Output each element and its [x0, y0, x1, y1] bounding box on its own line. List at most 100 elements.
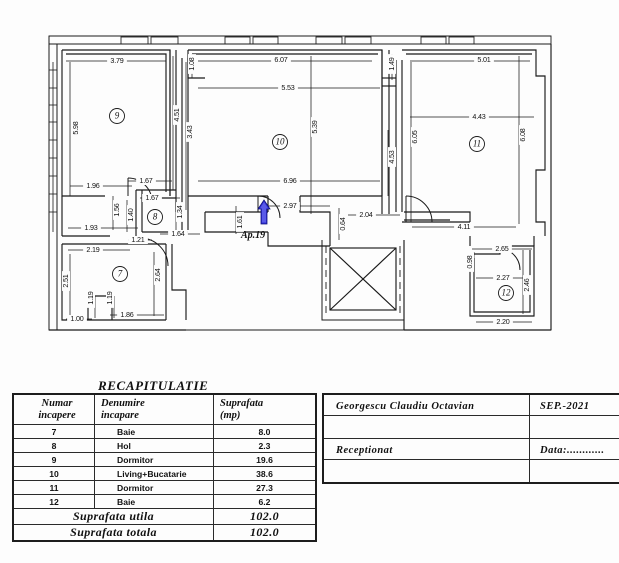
header-number-line2: incapere [38, 409, 76, 421]
dimension-value: 1.61 [235, 215, 244, 228]
room-11-walls [402, 44, 552, 330]
dimension-label: 1.21 [128, 235, 148, 244]
dimension-label-backdrop [106, 288, 114, 308]
stair-shaft [321, 240, 405, 321]
dimension-label: 1.56 [112, 200, 121, 220]
room-number-circle [112, 266, 128, 282]
dimension-lines [66, 54, 534, 323]
dimension-label-backdrop [454, 223, 474, 231]
dimension-label-backdrop [280, 177, 300, 185]
room-number-text: 7 [118, 269, 123, 279]
dimension-label-backdrop [311, 117, 319, 137]
dimension-label-backdrop [72, 118, 80, 138]
dimension-value: 1.19 [86, 291, 95, 304]
dimension-label-backdrop [188, 54, 196, 74]
cell-room-area: 19.6 [213, 452, 317, 467]
dimension-value: 5.39 [310, 120, 319, 133]
received-blank-row [322, 459, 619, 484]
room-number-9: 9 [109, 108, 125, 124]
dimension-label: 1.64 [168, 229, 188, 238]
dimension-label: 1.67 [142, 193, 162, 202]
cell-room-name: Dormitor [94, 452, 214, 467]
dimension-value: 6.05 [410, 130, 419, 143]
dimension-label-backdrop [87, 288, 95, 308]
room-number-text: 9 [115, 111, 120, 121]
dimension-label-backdrop [469, 113, 489, 121]
cell-total-value: 102.0 [213, 508, 317, 525]
room-number-8: 8 [147, 209, 163, 225]
dimension-label: 0.98 [465, 252, 474, 272]
dimension-label: 1.00 [67, 314, 87, 323]
dimension-label: 1.19 [86, 288, 95, 308]
dimension-value: 1.49 [387, 57, 396, 70]
dimension-label-backdrop [411, 127, 419, 147]
dimension-value: 1.67 [139, 176, 152, 185]
dimension-value: 6.08 [518, 128, 527, 141]
dimension-value: 2.20 [496, 317, 509, 326]
dimension-value: 1.56 [112, 203, 121, 216]
cell-room-area: 8.0 [213, 424, 317, 439]
dimension-value: 0.64 [338, 217, 347, 230]
header-name-line1: Denumire [101, 398, 145, 409]
header-area: Suprafata (mp) [213, 393, 317, 425]
received-signature-blank [322, 459, 530, 484]
dimension-label-backdrop [388, 54, 396, 74]
dimension-label: 1.34 [175, 202, 184, 222]
received-date-label: Data:............ [540, 445, 605, 456]
dimension-value: 1.34 [175, 205, 184, 218]
dimension-label-backdrop [236, 212, 244, 232]
room-number-12: 12 [498, 285, 514, 301]
dimension-label: 1.86 [117, 310, 137, 319]
dimension-label: 1.61 [235, 212, 244, 232]
owner-signature-blank [322, 415, 530, 439]
dimension-label: 2.04 [356, 210, 376, 219]
dimension-value: 2.27 [496, 273, 509, 282]
dimension-value: 1.93 [84, 223, 97, 232]
cell-total-label: Suprafata utila [12, 508, 214, 525]
received-label: Receptionat [336, 445, 393, 456]
dimension-label: 1.40 [126, 205, 135, 225]
cell-room-area: 38.6 [213, 466, 317, 481]
building-outline [48, 35, 552, 331]
recapitulatie-title: RECAPITULATIE [98, 378, 209, 393]
cell-room-name: Baie [94, 424, 214, 439]
right-corridor-walls [403, 211, 551, 331]
top-exterior-wall [49, 35, 551, 45]
dimension-label-backdrop [271, 56, 291, 64]
received-label-cell: Receptionat [322, 438, 530, 460]
dimension-label-backdrop [523, 275, 531, 295]
room-number-circle [147, 209, 163, 225]
dimension-label-backdrop [62, 271, 70, 291]
dimension-label-backdrop [519, 125, 527, 145]
dimension-label: 4.11 [454, 222, 474, 231]
dimension-label: 5.53 [278, 83, 298, 92]
room-number-text: 12 [502, 288, 512, 298]
cell-room-name: Living+Bucatarie [94, 466, 214, 481]
dimension-value: 1.86 [120, 310, 133, 319]
owner-blank-row [322, 415, 619, 439]
dimension-label-backdrop [493, 318, 513, 326]
floor-plan-svg: 3.795.984.513.431.086.075.535.396.961.49… [48, 35, 552, 331]
room-number-11: 11 [469, 136, 485, 152]
cell-room-area: 2.3 [213, 438, 317, 453]
dimension-value: 2.04 [359, 210, 372, 219]
dimension-value: 4.53 [387, 150, 396, 163]
dimension-label-backdrop [173, 105, 181, 125]
received-row: Receptionat Data:............ [322, 438, 619, 460]
room-number-text: 8 [153, 212, 158, 222]
dimension-label: 6.96 [280, 176, 300, 185]
dimension-label-backdrop [107, 57, 127, 65]
dimension-label: 2.64 [153, 265, 162, 285]
dimension-value: 5.98 [71, 121, 80, 134]
cell-total-label: Suprafata totala [12, 524, 214, 542]
header-number-line1: Numar [41, 398, 73, 409]
dimension-label-backdrop [186, 122, 194, 142]
dimension-label: 1.96 [83, 181, 103, 190]
dimension-label: 1.67 [136, 176, 156, 185]
cell-room-area: 6.2 [213, 494, 317, 509]
